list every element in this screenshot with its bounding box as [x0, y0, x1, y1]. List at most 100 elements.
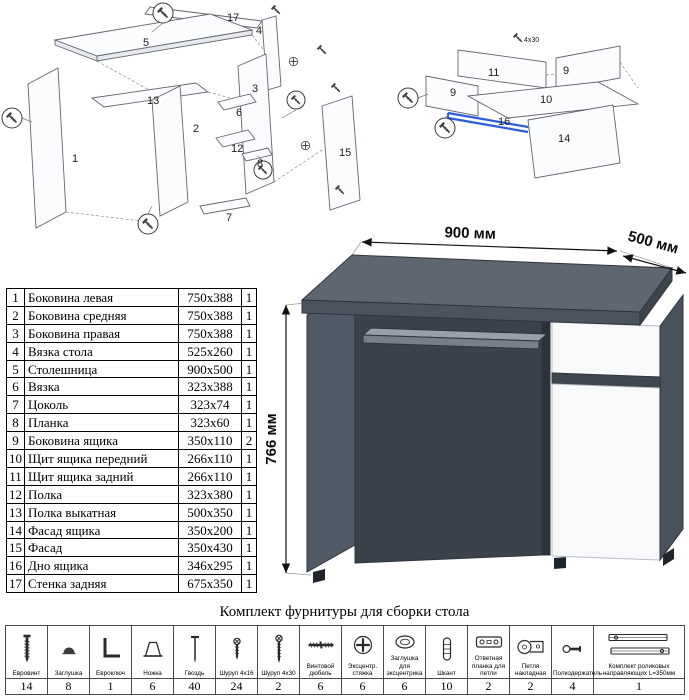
hw-item-qty: 6: [341, 678, 384, 695]
part-label-8: 8: [257, 158, 263, 170]
screw-size-label: 4x30: [524, 37, 539, 44]
hw-item-hinge: Петля накладная: [509, 625, 552, 679]
screw-icon: [512, 32, 523, 43]
hw-item-label: Комплект роликовых направляющих L=350мм: [602, 662, 676, 677]
shelf-pin-icon: [552, 626, 593, 670]
cam-cap-icon: [384, 626, 425, 655]
desk-top: [300, 254, 673, 327]
part-size: 750x388: [178, 323, 242, 343]
hw-item-label: Заглушка для эксцентрика: [386, 655, 423, 677]
parts-table-row: 12 Полка 323x380 1: [6, 484, 257, 504]
exploded-view-desk: 17 5 4 3 13 2 6 12 8 7 1 15: [1, 2, 361, 235]
hardware-kit-title: Комплект фурнитуры для сборки стола: [219, 604, 470, 620]
part-qty: 1: [241, 484, 257, 504]
wood-dowel-icon: [426, 626, 467, 670]
part-qty: 2: [241, 431, 257, 451]
shelf-panel: [215, 129, 256, 148]
hw-item-screw-4x30: Шуруп 4x30: [257, 625, 300, 679]
part-number-labels: 11 9 9 10 16 14 4x30: [450, 37, 570, 145]
keyboard-tray: [361, 327, 549, 350]
part-qty: 1: [241, 466, 257, 486]
hw-item-label: Евровинт: [12, 669, 41, 677]
hardware-table: Евровинт Заглушка Евроключ Ножка Гвоздь …: [5, 625, 685, 695]
desk-left-side: [306, 291, 356, 573]
hinge-plate-icon: [468, 626, 509, 655]
part-size: 750x388: [178, 305, 242, 325]
part-number: 8: [6, 413, 25, 433]
part-size: 750x388: [178, 288, 242, 307]
desk-body: [300, 254, 684, 583]
part-number: 3: [6, 323, 25, 343]
hw-item-qty: 4: [551, 678, 594, 695]
part-name: Боковина средняя: [24, 305, 179, 325]
part-size: 500x350: [178, 502, 242, 522]
parts-table-row: 8 Планка 323x60 1: [6, 413, 257, 433]
hw-item-dowel: Шкант: [425, 625, 468, 679]
hw-item-qty: 6: [131, 678, 174, 695]
part-number: 12: [6, 484, 25, 504]
part-name: Планка: [24, 413, 179, 433]
part-label-14: 14: [558, 133, 570, 145]
desk-right-side: [659, 293, 684, 562]
dimension-annotations: 900 мм 500 мм 766 мм: [265, 225, 687, 573]
part-name: Вязка: [24, 377, 179, 397]
part-qty: 1: [241, 377, 257, 397]
part-label-7: 7: [226, 212, 232, 224]
part-qty: 1: [241, 341, 257, 361]
part-qty: 1: [241, 556, 257, 576]
hw-item-label: Шкант: [437, 669, 456, 677]
hw-item-label: Полкодержатель: [553, 669, 603, 677]
hw-item-label: Эксцентр. стяжка: [347, 662, 378, 677]
part-size: 266x110: [178, 449, 242, 468]
parts-table-row: 6 Вязка 323x388 1: [6, 377, 257, 397]
parts-table-row: 2 Боковина средняя 750x388 1: [6, 305, 257, 325]
hw-item-cap: Заглушка: [47, 625, 90, 679]
exploded-view-drawer: 11 9 9 10 16 14 4x30: [397, 32, 640, 179]
part-qty: 1: [241, 520, 257, 540]
part-size: 323x380: [178, 484, 242, 504]
hw-item-label: Винтовой дюбель: [306, 662, 335, 677]
middle-side-panel: [151, 85, 189, 217]
nail-icon: [174, 626, 215, 670]
part-name: Полка выкатная: [24, 502, 179, 522]
hw-item-label: Евроключ: [96, 669, 125, 677]
part-name: Фасад: [24, 538, 179, 558]
parts-table-row: 16 Дно ящика 346x295 1: [6, 556, 257, 576]
part-qty: 1: [241, 449, 257, 468]
screw-icon: [330, 82, 341, 93]
parts-table-row: 5 Столешница 900x500 1: [6, 359, 257, 379]
roller-rail-highlight: [447, 111, 529, 134]
part-name: Боковина ящика: [24, 431, 179, 451]
hw-item-qty: 6: [299, 678, 342, 695]
width-dimension-label: 900 мм: [444, 225, 496, 243]
part-number: 11: [6, 466, 25, 486]
part-label-1: 1: [72, 153, 78, 165]
drawer-front-panel: [527, 104, 621, 179]
hw-item-label: Ответная планка для петли: [472, 655, 505, 677]
parts-table-body: 1 Боковина левая 750x388 1 2 Боковина ср…: [6, 288, 257, 594]
roller-slides-icon: [594, 626, 684, 663]
double-stud-icon: [300, 626, 341, 663]
drawer-side-panel-left: [425, 75, 479, 117]
strip-panel: [241, 147, 273, 162]
plinth-panel: [199, 197, 251, 215]
drawer-front: [551, 321, 661, 378]
part-label-9-right: 9: [563, 65, 569, 77]
part-size: 323x388: [178, 377, 242, 397]
hardware-qty-row: 14 8 1 6 40 24 2 6 6 6 10 2 2 4 1: [5, 678, 685, 695]
screw-icon: [270, 4, 281, 15]
screw-icon: [316, 44, 327, 55]
overlay-hinge-icon: [510, 626, 551, 663]
fastener-callouts: [1, 2, 306, 235]
part-name: Боковина правая: [24, 323, 179, 343]
hw-item-camcap: Заглушка для эксцентрика: [383, 625, 426, 679]
cam-lock-icon: [342, 626, 383, 663]
part-qty: 1: [241, 413, 257, 433]
part-number: 13: [6, 502, 25, 522]
fastener-callouts: [397, 32, 523, 139]
hw-item-qty: 14: [5, 678, 48, 695]
parts-table-row: 13 Полка выкатная 500x350 1: [6, 502, 257, 522]
part-qty: 1: [241, 538, 257, 558]
hw-item-screw-4x16: Шуруп 4x16: [215, 625, 258, 679]
